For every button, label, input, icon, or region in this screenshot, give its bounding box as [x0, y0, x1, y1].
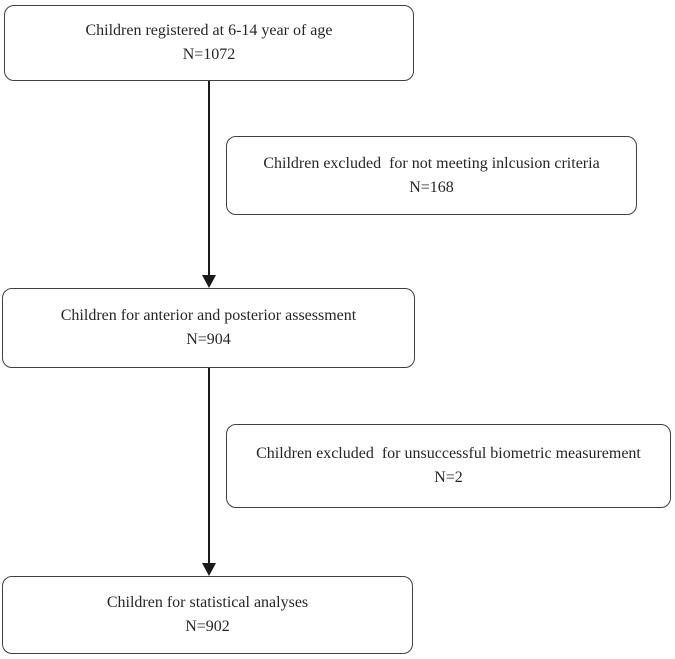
- arrow-assessment-to-statistical-line: [208, 368, 210, 563]
- box-assessment-count: N=904: [186, 331, 231, 348]
- flow-box-assessment: Children for anterior and posterior asse…: [2, 288, 415, 368]
- box-registered-count: N=1072: [182, 46, 236, 63]
- flow-box-excluded-biometric: Children excluded for unsuccessful biome…: [226, 424, 671, 508]
- box-excluded-inclusion-label: Children excluded for not meeting inlcus…: [263, 154, 600, 172]
- box-excluded-biometric-count: N=2: [434, 469, 463, 486]
- box-statistical-count: N=902: [185, 618, 230, 635]
- arrow-assessment-to-statistical-head-icon: [202, 563, 216, 576]
- box-excluded-biometric-label: Children excluded for unsuccessful biome…: [256, 445, 641, 462]
- box-assessment-label: Children for anterior and posterior asse…: [60, 307, 357, 324]
- flow-box-registered: Children registered at 6-14 year of age …: [4, 5, 414, 81]
- arrow-registered-to-assessment-line: [208, 81, 210, 275]
- box-registered-label: Children registered at 6-14 year of age: [85, 22, 333, 39]
- flow-box-excluded-inclusion: Children excluded for not meeting inlcus…: [226, 136, 637, 215]
- flow-box-statistical: Children for statistical analyses N=902: [2, 576, 413, 654]
- box-excluded-inclusion-count: N=168: [409, 178, 454, 196]
- arrow-registered-to-assessment-head-icon: [202, 275, 216, 288]
- box-statistical-label: Children for statistical analyses: [106, 594, 309, 611]
